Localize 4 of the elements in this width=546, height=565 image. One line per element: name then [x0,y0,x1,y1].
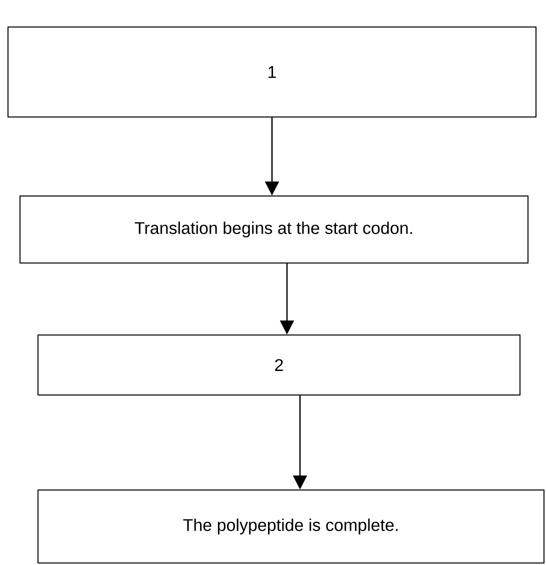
process-box: 1 [8,26,536,118]
process-box: Translation begins at the start codon. [20,196,528,264]
process-box: 2 [38,334,520,396]
process-box: The polypeptide is complete. [38,490,544,564]
